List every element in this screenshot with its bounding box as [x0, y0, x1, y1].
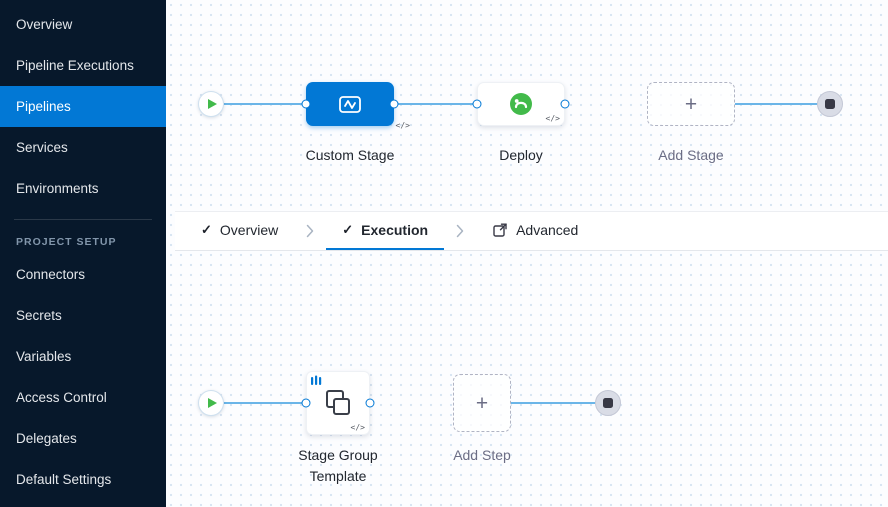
add-stage-button[interactable]: + — [647, 82, 735, 126]
sidebar-item-access-control[interactable]: Access Control — [0, 377, 166, 418]
tab-label: Execution — [361, 222, 429, 238]
execution-end-node — [595, 390, 621, 416]
sidebar-item-label: Connectors — [16, 267, 86, 282]
stop-icon — [825, 99, 835, 109]
pipeline-canvas: </> </> + Custom Stage Deploy Add Stage — [166, 0, 888, 507]
execution-start-node — [198, 390, 224, 416]
sidebar-item-label: Variables — [16, 349, 72, 364]
code-view-icon: </> — [545, 114, 560, 123]
sidebar-item-label: Pipeline Executions — [16, 58, 134, 73]
stop-icon — [603, 398, 613, 408]
play-icon — [208, 398, 217, 408]
stage-node-deploy[interactable]: </> — [477, 82, 565, 126]
graph-edge — [511, 402, 595, 404]
tab-overview[interactable]: ✓ Overview — [185, 212, 294, 250]
step-port[interactable] — [365, 398, 375, 408]
add-step-label: Add Step — [453, 447, 511, 463]
tab-separator — [294, 212, 326, 250]
chevron-right-icon — [307, 224, 314, 238]
pipeline-end-node — [817, 91, 843, 117]
sidebar-item-overview[interactable]: Overview — [0, 4, 166, 45]
graph-edge — [394, 103, 477, 105]
step-label-stage-group-template: Stage Group Template — [298, 447, 378, 484]
add-step-button[interactable]: + — [453, 374, 511, 432]
code-view-icon: </> — [395, 121, 410, 130]
sidebar-item-label: Services — [16, 140, 68, 155]
tab-execution[interactable]: ✓ Execution — [326, 212, 445, 250]
sidebar-item-delegates[interactable]: Delegates — [0, 418, 166, 459]
sidebar-item-services[interactable]: Services — [0, 127, 166, 168]
chevron-right-icon — [456, 224, 464, 238]
step-node-stage-group-template[interactable]: </> — [306, 371, 370, 435]
stage-node-custom-stage[interactable]: </> — [306, 82, 410, 130]
sidebar-item-label: Delegates — [16, 431, 77, 446]
sidebar-item-pipeline-executions[interactable]: Pipeline Executions — [0, 45, 166, 86]
graph-edge — [735, 103, 817, 105]
stage-port[interactable] — [560, 99, 570, 109]
plus-icon: + — [684, 92, 698, 116]
project-setup-section-label: PROJECT SETUP — [16, 236, 117, 248]
sidebar-divider — [14, 219, 152, 220]
graph-edge — [224, 402, 306, 404]
play-icon — [208, 99, 217, 109]
pipeline-start-node — [198, 91, 224, 117]
tab-label: Advanced — [516, 222, 579, 238]
sidebar-item-label: Environments — [16, 181, 99, 196]
sidebar-item-default-settings[interactable]: Default Settings — [0, 459, 166, 500]
sidebar: Overview Pipeline Executions Pipelines S… — [0, 0, 166, 507]
sidebar-item-label: Access Control — [16, 390, 107, 405]
stage-port[interactable] — [472, 99, 482, 109]
sidebar-item-label: Overview — [16, 17, 73, 32]
stage-group-icon — [326, 390, 350, 415]
stage-label-deploy: Deploy — [499, 147, 543, 163]
tab-separator — [444, 212, 476, 250]
sidebar-item-pipelines[interactable]: Pipelines — [0, 86, 166, 127]
stage-label-custom-stage: Custom Stage — [305, 147, 395, 163]
sidebar-item-label: Default Settings — [16, 472, 112, 487]
advanced-tab-icon — [493, 223, 507, 237]
step-port[interactable] — [301, 398, 311, 408]
sidebar-item-connectors[interactable]: Connectors — [0, 254, 166, 295]
plus-icon: + — [475, 391, 489, 415]
sidebar-item-label: Pipelines — [16, 99, 71, 114]
check-icon: ✓ — [201, 222, 212, 237]
graph-edge — [224, 103, 306, 105]
stage-port[interactable] — [301, 99, 311, 109]
custom-stage-icon — [339, 96, 361, 113]
template-library-icon — [310, 374, 323, 392]
tab-advanced[interactable]: Advanced — [476, 212, 594, 250]
pipeline-tabbar: ✓ Overview ✓ Execution — [175, 211, 888, 251]
tab-label: Overview — [219, 222, 279, 238]
sidebar-item-label: Secrets — [16, 308, 62, 323]
sidebar-item-secrets[interactable]: Secrets — [0, 295, 166, 336]
deploy-cd-icon — [510, 93, 532, 115]
sidebar-item-variables[interactable]: Variables — [0, 336, 166, 377]
stage-port[interactable] — [389, 99, 399, 109]
code-view-icon: </> — [350, 423, 365, 432]
check-icon: ✓ — [342, 222, 354, 237]
sidebar-item-environments[interactable]: Environments — [0, 168, 166, 209]
add-stage-label: Add Stage — [658, 147, 724, 163]
